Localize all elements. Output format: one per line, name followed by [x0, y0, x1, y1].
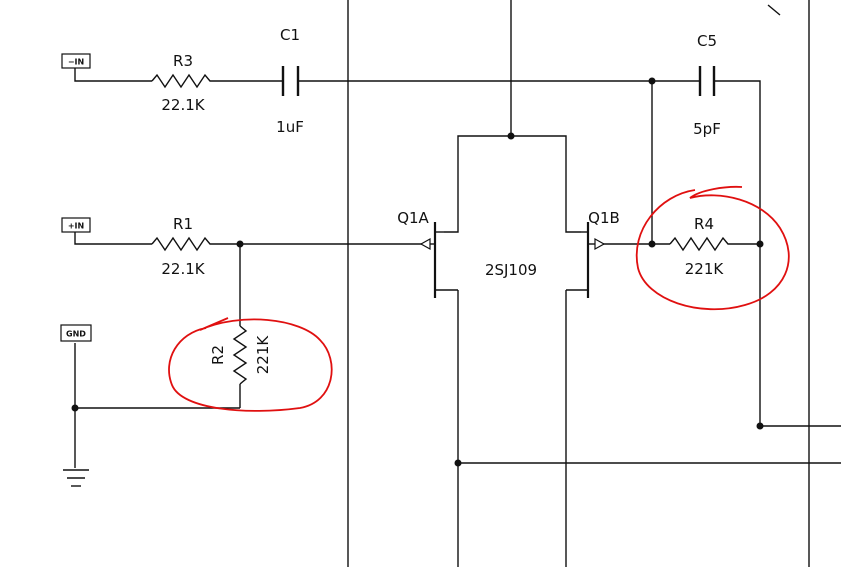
r3-value: 22.1K: [161, 96, 205, 114]
junction-dot: [756, 422, 764, 430]
resistor-zigzag-icon: [151, 73, 214, 89]
p-channel-arrow-icon: [419, 237, 431, 251]
port-label: GND: [66, 330, 86, 339]
annotation-circle-r4: [635, 185, 790, 311]
junction-dot: [236, 240, 244, 248]
junction-dot: [756, 240, 764, 248]
junction-dot: [454, 459, 462, 467]
q1a-ref: Q1A: [397, 209, 429, 227]
resistor-r3: R3 22.1K: [151, 52, 214, 114]
q1b-ref: Q1B: [588, 209, 620, 227]
resistor-r1: R1 22.1K: [151, 215, 214, 278]
junction-dot: [648, 240, 656, 248]
port-label: −IN: [68, 58, 84, 67]
wires: [74, 0, 841, 567]
resistor-r4: R4 221K: [669, 215, 733, 278]
minus-in-wire: [74, 68, 152, 82]
junction-dots: [71, 77, 764, 467]
junction-dot: [71, 404, 79, 412]
port-gnd: GND: [60, 324, 92, 342]
c5-value: 5pF: [693, 120, 721, 138]
junction-dot: [648, 77, 656, 85]
r2-ref: R2: [209, 345, 227, 365]
resistor-zigzag-icon: [669, 236, 733, 252]
ground-symbol-icon: [63, 469, 89, 487]
r1-value: 22.1K: [161, 260, 205, 278]
port-minus-in: −IN: [61, 53, 91, 69]
resistor-r2: R2 221K: [209, 325, 272, 385]
r2-value: 221K: [254, 335, 272, 375]
resistor-zigzag-icon: [232, 325, 248, 385]
jfet-q1a: Q1A: [397, 209, 458, 298]
port-plus-in: +IN: [61, 217, 91, 233]
r4-value: 221K: [685, 260, 725, 278]
plus-in-wire: [74, 232, 152, 245]
c1-ref: C1: [280, 26, 300, 44]
r4-ref: R4: [694, 215, 714, 233]
jfet-q1b: Q1B: [566, 209, 620, 298]
port-box: [61, 53, 91, 69]
port-box: [61, 217, 91, 233]
port-box: [60, 324, 92, 342]
offscreen-lead: [767, 4, 781, 16]
resistor-zigzag-icon: [151, 236, 214, 252]
r3-ref: R3: [173, 52, 193, 70]
p-channel-arrow-icon: [594, 237, 606, 251]
r1-ref: R1: [173, 215, 193, 233]
capacitor-c1: C1 1uF: [276, 26, 304, 136]
red-annotations: [168, 185, 790, 412]
q1a-source-wire: [444, 135, 581, 233]
c5-out-wire: [714, 80, 841, 427]
jfet-part-number: 2SJ109: [485, 261, 537, 279]
port-label: +IN: [68, 222, 84, 231]
annotation-circle-r2: [168, 317, 333, 412]
c1-value: 1uF: [276, 118, 304, 136]
junction-dot: [507, 132, 515, 140]
c5-ref: C5: [697, 32, 717, 50]
capacitor-c5: C5 5pF: [693, 32, 721, 138]
